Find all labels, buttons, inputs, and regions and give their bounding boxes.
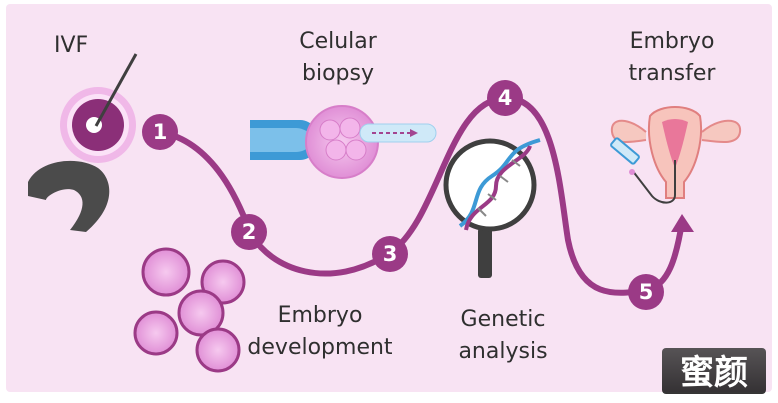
dna-helix-icon: [458, 138, 541, 228]
embryo-icon: [195, 327, 241, 373]
label-transfer-line1: Embryo: [630, 29, 715, 54]
step-number-5: 5: [639, 280, 654, 304]
step-circle-3: [372, 236, 408, 272]
blastocyst-cell: [339, 117, 361, 139]
injection-needle-icon: [94, 53, 138, 127]
step-markers: 1 2 3 4 5: [142, 80, 664, 310]
step-circle-5: [628, 274, 664, 310]
biopsy-arrow-head-icon: [410, 129, 418, 137]
label-development-line1: Embryo: [278, 303, 363, 328]
embryo-cluster: [133, 247, 246, 373]
watermark-badge: [662, 348, 766, 394]
label-biopsy-line1: Celular: [299, 29, 378, 54]
step-circle-4: [487, 80, 523, 116]
catheter-icon: [631, 160, 676, 204]
blastocyst-cell: [325, 139, 347, 161]
dna-rung: [499, 175, 509, 183]
syringe-icon: [610, 137, 640, 165]
blastocyst-cell: [319, 119, 341, 141]
step-number-4: 4: [498, 86, 513, 110]
embryo-transfer-illustration: [610, 106, 742, 204]
label-development-line2: development: [247, 335, 393, 360]
embryo-icon: [177, 289, 225, 337]
step-number-3: 3: [383, 242, 398, 266]
pipette-highlight-icon: [250, 128, 322, 152]
holding-pipette-icon: [28, 160, 110, 232]
dna-rung: [511, 159, 521, 167]
blastocyst-cell: [345, 139, 367, 161]
fallopian-tube-left-icon: [610, 119, 647, 144]
embryo-in-syringe-icon: [629, 169, 635, 175]
label-biopsy-line2: biopsy: [302, 61, 374, 86]
arrow-head-icon: [671, 214, 694, 232]
genetic-analysis-illustration: [443, 138, 541, 278]
dna-rung: [477, 207, 487, 217]
step-circle-2: [231, 214, 267, 250]
uterine-cavity-icon: [662, 119, 688, 168]
biopsy-needle-icon: [359, 123, 437, 143]
embryo-icon: [141, 247, 191, 297]
ivf-illustration: [28, 53, 138, 232]
embryo-icon: [133, 310, 179, 356]
embryo-icon: [200, 259, 246, 305]
label-transfer-line2: transfer: [629, 61, 717, 86]
magnifier-lens-icon: [443, 138, 537, 232]
watermark-text: 蜜颜: [680, 353, 748, 393]
biopsy-illustration: [250, 105, 437, 179]
bottom-band: [0, 392, 778, 403]
magnifier-handle-icon: [478, 228, 492, 278]
label-genetic-line1: Genetic: [461, 307, 546, 332]
watermark: 蜜颜: [662, 348, 766, 394]
step-number-1: 1: [153, 120, 168, 144]
label-genetic-line2: analysis: [458, 339, 547, 364]
label-ivf: IVF: [54, 33, 88, 58]
fallopian-tube-right-icon: [701, 119, 742, 144]
step-number-2: 2: [242, 220, 257, 244]
step-circle-1: [142, 114, 178, 150]
dna-helix-icon: [464, 145, 532, 231]
dna-rung: [487, 193, 497, 201]
